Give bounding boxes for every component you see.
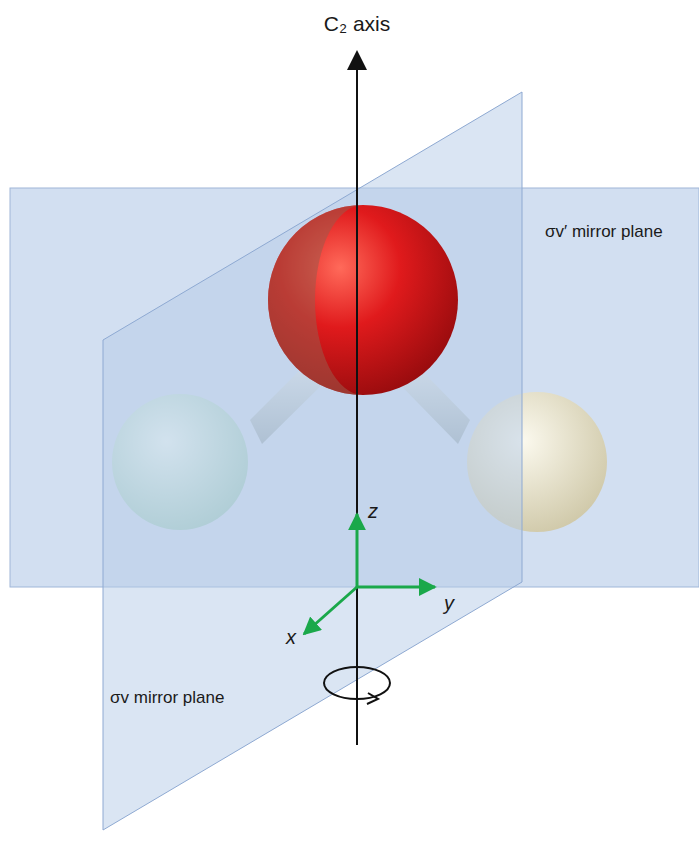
z-axis [356,514,359,587]
y-axis [357,586,435,589]
axis-label: C₂ axis [324,12,391,36]
rotation-axis [356,52,358,745]
plane-label: σv′ mirror plane [545,222,663,242]
mirror-plane [103,92,522,830]
plane-label: σv mirror plane [110,688,224,708]
rotation-symbol [324,667,390,699]
oxygen-atom [268,205,458,395]
axis-letter: z [368,500,378,523]
oxygen-shade [268,205,363,395]
axis-letter: y [444,592,454,615]
rotation-arrowhead [367,693,378,704]
x-axis [304,587,357,634]
axis-letter: x [286,626,296,649]
